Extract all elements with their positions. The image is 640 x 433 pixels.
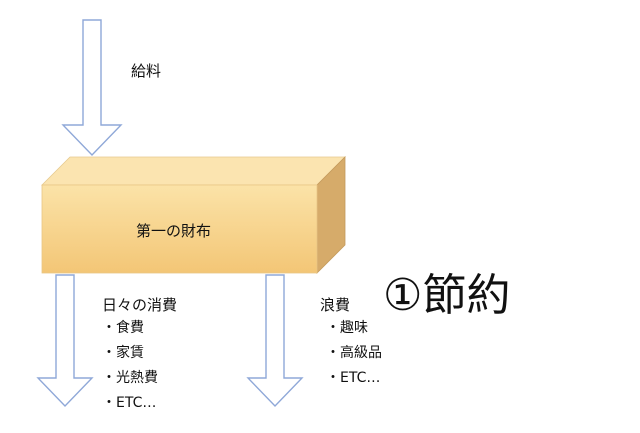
daily-outflow-arrow (36, 274, 94, 408)
list-item: ・ETC… (102, 395, 157, 411)
daily-spending-list: ・食費 ・家賃 ・光熱費 ・ETC… (102, 316, 158, 416)
list-item: ・趣味 (326, 320, 368, 336)
salary-inflow-arrow (61, 19, 123, 157)
daily-spending-title: 日々の消費 (102, 296, 178, 314)
salary-label: 給料 (131, 62, 162, 80)
waste-outflow-arrow (246, 274, 304, 408)
waste-list: ・趣味 ・高級品 ・ETC… (326, 316, 382, 391)
wallet-box-top (41, 156, 346, 186)
waste-title: 浪費 (320, 296, 351, 314)
wallet-label: 第一の財布 (136, 222, 212, 240)
list-item: ・光熱費 (102, 370, 158, 386)
savings-headline: ①節約 (383, 270, 511, 321)
list-item: ・家賃 (102, 345, 144, 361)
list-item: ・ETC… (326, 370, 381, 386)
list-item: ・食費 (102, 320, 144, 336)
list-item: ・高級品 (326, 345, 382, 361)
wallet-box-front (41, 184, 318, 274)
